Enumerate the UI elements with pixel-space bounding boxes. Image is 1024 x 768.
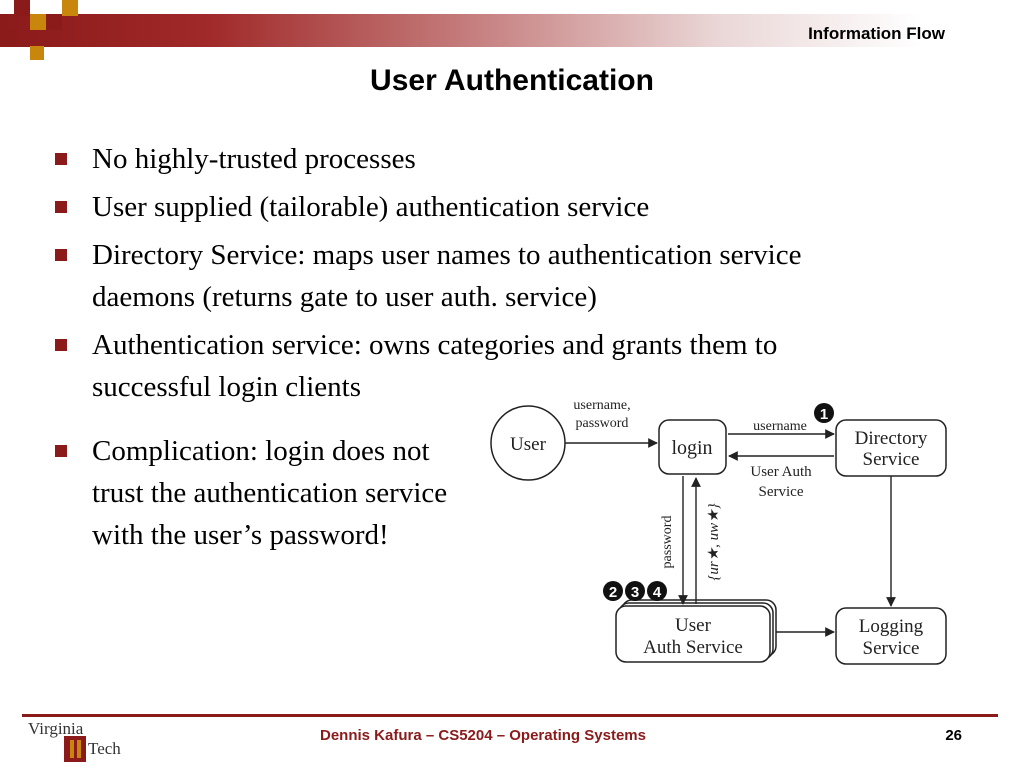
step-badge-2: 2 — [603, 581, 623, 601]
bullet-text: Directory Service: maps user names to au… — [92, 239, 802, 313]
bullet-square-icon — [55, 249, 67, 261]
edge-login-directory-label: username — [753, 419, 807, 434]
auth-service-label-2: Auth Service — [643, 637, 743, 658]
header-square-gold-3 — [30, 46, 44, 60]
page-number: 26 — [945, 727, 962, 744]
login-node-label: login — [671, 437, 712, 459]
header-square-maroon-2 — [46, 14, 62, 30]
bullet-item: Directory Service: maps user names to au… — [55, 234, 875, 318]
header-band — [0, 14, 1024, 47]
bullet-item: User supplied (tailorable) authenticatio… — [55, 186, 875, 228]
footer-divider — [22, 714, 998, 717]
bullet-item: Complication: login does not trust the a… — [55, 430, 472, 556]
edge-user-login-label-2: password — [576, 416, 629, 431]
header-square-gold-2 — [62, 0, 78, 16]
logging-service-label-1: Logging — [859, 616, 924, 637]
virginia-tech-logo: Virginia Tech — [28, 719, 121, 762]
edge-user-login-label-1: username, — [573, 398, 630, 413]
edge-directory-login-label-2: Service — [759, 484, 804, 500]
svg-text:1: 1 — [820, 406, 828, 423]
bullet-list: No highly-trusted processes User supplie… — [55, 138, 875, 562]
login-node — [658, 419, 727, 475]
bullet-text: No highly-trusted processes — [92, 143, 416, 175]
bullet-square-icon — [55, 201, 67, 213]
section-title: Information Flow — [808, 24, 945, 43]
step-badge-1: 1 — [814, 403, 834, 423]
logging-service-node — [835, 607, 947, 665]
bullet-square-icon — [55, 445, 67, 457]
bullet-square-icon — [55, 153, 67, 165]
svg-text:4: 4 — [653, 584, 662, 601]
slide-title: User Authentication — [370, 64, 654, 97]
logging-service-label-2: Service — [863, 638, 920, 659]
header-square-maroon-1 — [14, 0, 30, 16]
bullet-text: Authentication service: owns categories … — [92, 329, 778, 403]
bullet-text: User supplied (tailorable) authenticatio… — [92, 191, 650, 223]
edge-login-auth-label: password — [660, 516, 675, 569]
step-badge-4: 4 — [647, 581, 667, 601]
step-badge-3: 3 — [625, 581, 645, 601]
svg-text:2: 2 — [609, 584, 617, 601]
svg-text:Virginia: Virginia — [28, 719, 84, 738]
header-square-gold-1 — [30, 14, 46, 30]
svg-text:3: 3 — [631, 584, 639, 601]
svg-text:Tech: Tech — [88, 739, 121, 758]
auth-service-node — [615, 605, 771, 663]
auth-service-label-1: User — [675, 615, 712, 636]
bullet-item: No highly-trusted processes — [55, 138, 875, 180]
edge-directory-login-label-1: User Auth — [750, 464, 812, 480]
footer-course-text: Dennis Kafura – CS5204 – Operating Syste… — [320, 727, 646, 744]
directory-service-label-1: Directory — [855, 428, 928, 449]
auth-flow-diagram: User login Directory Service User Auth S… — [490, 398, 947, 665]
bullet-square-icon — [55, 339, 67, 351]
bullet-text: Complication: login does not trust the a… — [92, 435, 448, 551]
edge-auth-login-label: {ur★, uw★} — [706, 503, 722, 580]
directory-service-label-2: Service — [863, 449, 920, 470]
user-node-label: User — [510, 434, 547, 455]
bullet-item: Authentication service: owns categories … — [55, 324, 875, 408]
header-square-maroon-3 — [0, 30, 16, 46]
